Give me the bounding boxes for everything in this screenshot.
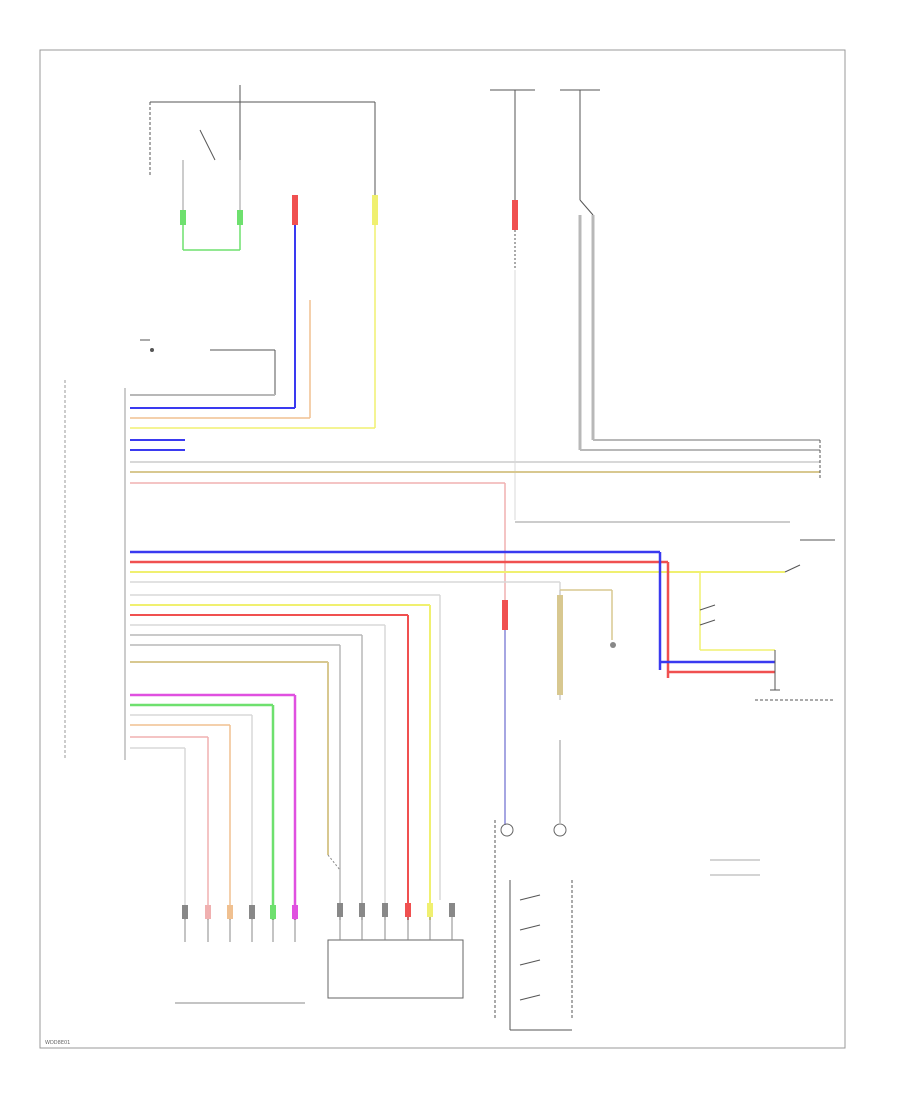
lower-left-harness xyxy=(130,693,297,920)
right-switch-area xyxy=(699,440,835,701)
diagram-border xyxy=(39,49,846,1049)
top-left-switch-group xyxy=(149,85,378,251)
lower-middle-module xyxy=(327,854,464,999)
upper-harness xyxy=(130,394,820,600)
footer-code: WDD8E01 xyxy=(45,1040,70,1046)
lower-left-connectors xyxy=(175,905,305,1004)
middle-vertical-drops xyxy=(327,595,441,920)
centre-top-fuses xyxy=(490,89,600,520)
centre-lower-switch xyxy=(494,589,616,1031)
ecu-upper-connector xyxy=(140,225,376,428)
ecu-bracket xyxy=(64,380,126,760)
legend xyxy=(710,859,760,876)
middle-harness xyxy=(130,521,790,700)
